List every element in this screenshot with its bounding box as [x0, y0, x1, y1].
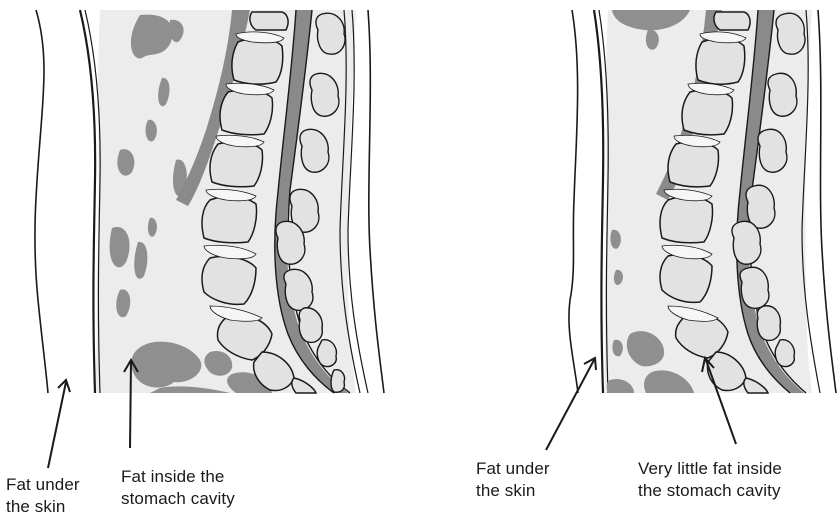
- left-skin-fat-label: Fat under the skin: [6, 474, 80, 518]
- right-skin-fat-label-line1: Fat under: [476, 458, 550, 480]
- left-cavity-fat-label-line1: Fat inside the: [121, 466, 235, 488]
- left-cavity-arrow: [130, 362, 131, 448]
- left-cavity-fat-label-line2: stomach cavity: [121, 488, 235, 510]
- right-cavity-fat-label-line2: the stomach cavity: [638, 480, 782, 502]
- right-skin-outline: [569, 10, 578, 393]
- left-panel-illustration: [35, 10, 384, 393]
- left-skin-outline: [35, 10, 48, 393]
- right-skin-fat-label-line2: the skin: [476, 480, 550, 502]
- right-skin-arrow: [546, 360, 594, 450]
- left-skin-fat-label-line1: Fat under: [6, 474, 80, 496]
- right-back-outline: [818, 10, 836, 393]
- left-back-outline: [368, 10, 384, 393]
- left-cavity-fat-label: Fat inside the stomach cavity: [121, 466, 235, 510]
- right-panel-illustration: [569, 10, 836, 393]
- right-cavity-fat-label-line1: Very little fat inside: [638, 458, 782, 480]
- left-muscle-wall: [80, 10, 95, 393]
- right-muscle-wall: [594, 10, 603, 393]
- left-skin-arrow: [48, 382, 66, 468]
- right-skin-fat-label: Fat under the skin: [476, 458, 550, 502]
- right-cavity-fat-label: Very little fat inside the stomach cavit…: [638, 458, 782, 502]
- left-skin-fat-label-line2: the skin: [6, 496, 80, 518]
